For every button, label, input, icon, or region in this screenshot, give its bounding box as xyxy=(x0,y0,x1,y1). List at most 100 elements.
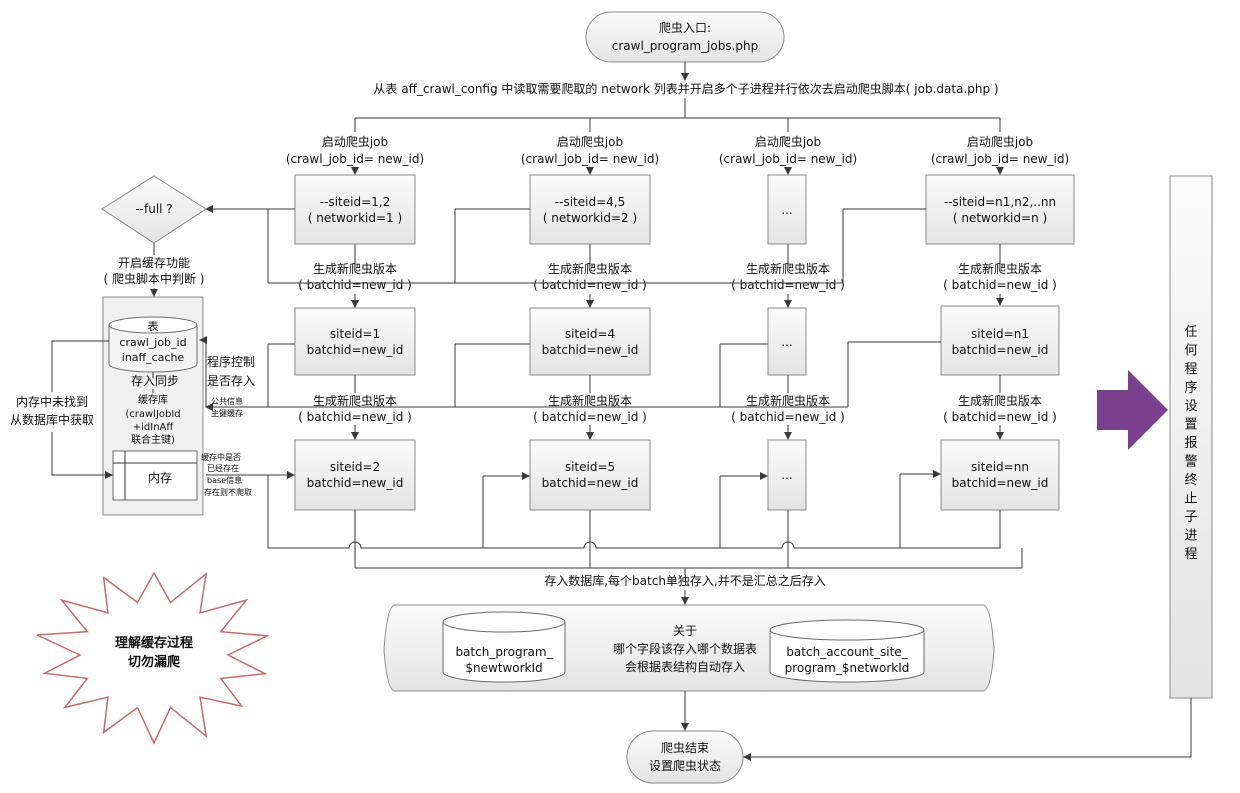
cache-lib-label-1: 缓存库 xyxy=(138,393,168,406)
cache-write-connectors xyxy=(205,341,941,411)
program-control-label-2: 是否存入 xyxy=(207,374,255,388)
right-arrow-icon xyxy=(1097,370,1168,450)
version-label-l2: ( batchid=new_id ) xyxy=(298,410,412,424)
save-db-label: 存入数据库,每个batch单独存入,并不是汇总之后存入 xyxy=(544,573,826,588)
version-label-l2: ( batchid=new_id ) xyxy=(731,410,845,424)
db2-label-2: program_$networkId xyxy=(785,661,910,675)
version-label-l1: 生成新爬虫版本 xyxy=(313,393,397,408)
cache-table-name-2: inaff_cache xyxy=(122,351,185,364)
batch-site: siteid=4 xyxy=(565,327,615,341)
version-label-l1: 生成新爬虫版本 xyxy=(746,393,830,408)
end-title: 爬虫结束 xyxy=(661,741,709,755)
storage-banner: batch_program_ $newtworkId 关于 哪个字段该存入哪个数… xyxy=(383,604,995,692)
version-label-l2: ( batchid=new_id ) xyxy=(943,278,1057,292)
side-panel-char: 程 xyxy=(1184,362,1197,377)
version-label-l1: 生成新爬虫版本 xyxy=(313,261,397,276)
public-info-label-1: 公共信息 xyxy=(211,396,243,406)
full-decision: --full ? xyxy=(101,175,207,244)
version-label-l2: ( batchid=new_id ) xyxy=(731,278,845,292)
siteid-box xyxy=(529,174,651,245)
side-panel-char: 终 xyxy=(1184,472,1197,488)
batch-id: batchid=new_id xyxy=(952,343,1049,357)
end-node: 爬虫结束 设置爬虫状态 xyxy=(626,730,744,784)
column-network-n: 启动爬虫job (crawl_job_id= new_id) --siteid=… xyxy=(925,118,1075,511)
cache-table-name-1: crawl_job_id xyxy=(119,336,186,349)
not-found-label-2: 从数据库中获取 xyxy=(10,412,94,427)
start-script: crawl_program_jobs.php xyxy=(612,39,758,53)
start-title: 爬虫入口: xyxy=(659,21,711,35)
batch-box-1 xyxy=(940,305,1060,376)
job-label-l1: 启动爬虫job xyxy=(322,135,388,149)
side-panel-char: 序 xyxy=(1184,381,1197,396)
job-label-l1: 启动爬虫job xyxy=(557,135,623,149)
networkid-label: ( networkid=2 ) xyxy=(543,211,637,225)
warning-burst: 理解缓存过程 切勿漏爬 xyxy=(36,571,270,745)
batch-box-2 xyxy=(940,439,1060,511)
db1-label-2: $newtworkId xyxy=(465,661,542,675)
job-label-l1: 启动爬虫job xyxy=(967,135,1033,149)
column-network-1: 启动爬虫job (crawl_job_id= new_id) --siteid=… xyxy=(286,118,424,511)
db1-label-1: batch_program_ xyxy=(455,645,553,659)
version-label-l1: 生成新爬虫版本 xyxy=(548,261,632,276)
side-panel-char: 何 xyxy=(1184,343,1197,359)
batch-box-2 xyxy=(529,439,651,511)
siteid-label: --siteid=1,2 xyxy=(320,195,390,209)
public-info-label-2: 主键缓存 xyxy=(211,408,243,418)
exists-label-2: 已经存在 xyxy=(207,463,239,473)
not-found-label-1: 内存中未找到 xyxy=(16,394,88,409)
job-label-l2: (crawl_job_id= new_id) xyxy=(719,152,857,166)
job-label-l2: (crawl_job_id= new_id) xyxy=(931,152,1069,166)
batch-id: batchid=new_id xyxy=(307,343,404,357)
memory-label: 内存 xyxy=(148,471,172,485)
about-label-2: 哪个字段该存入哪个数据表 xyxy=(613,641,757,656)
side-panel-char: 报 xyxy=(1184,436,1197,451)
column-network-more: 启动爬虫job (crawl_job_id= new_id) ... 生成新爬虫… xyxy=(719,118,857,511)
ellipsis-box xyxy=(767,439,807,511)
start-node: 爬虫入口: crawl_program_jobs.php xyxy=(585,11,785,63)
version-label-l2: ( batchid=new_id ) xyxy=(298,278,412,292)
cache-table-title: 表 xyxy=(148,319,159,333)
siteid-box xyxy=(925,174,1075,245)
version-label-l1: 生成新爬虫版本 xyxy=(958,261,1042,276)
version-label-l1: 生成新爬虫版本 xyxy=(548,393,632,408)
batch-box-1 xyxy=(529,307,651,376)
side-panel-char: 警 xyxy=(1184,454,1197,470)
burst-label-2: 切勿漏爬 xyxy=(128,654,181,670)
batch-id: batchid=new_id xyxy=(542,476,639,490)
column-network-2: 启动爬虫job (crawl_job_id= new_id) --siteid=… xyxy=(521,118,659,511)
cache-lib-label-2: (crawlJobId xyxy=(125,409,180,420)
batch-box-2 xyxy=(294,439,416,511)
ellipsis-box xyxy=(767,307,807,376)
ellipsis-label: ... xyxy=(781,335,792,349)
enable-cache-label: 开启缓存功能 xyxy=(118,256,190,270)
read-config-label: 从表 aff_crawl_config 中读取需要爬取的 network 列表并… xyxy=(373,81,998,96)
batch-site: siteid=1 xyxy=(330,327,380,341)
networkid-label: ( networkid=1 ) xyxy=(308,211,402,225)
side-panel-char: 任 xyxy=(1184,325,1197,340)
job-label-l2: (crawl_job_id= new_id) xyxy=(286,152,424,166)
exists-label-3: base信息 xyxy=(207,475,242,485)
enable-cache-sub: ( 爬虫脚本中判断 ) xyxy=(104,271,205,286)
full-check-connectors xyxy=(205,205,926,284)
sync-label: 存入同步 xyxy=(131,374,179,388)
batch-site: siteid=n1 xyxy=(971,327,1029,341)
version-label-l1: 生成新爬虫版本 xyxy=(958,393,1042,408)
ellipsis-label: ... xyxy=(781,203,792,217)
siteid-label: --siteid=n1,n2,..nn xyxy=(944,195,1056,209)
cache-lib-label-3: +idInAff xyxy=(133,422,175,433)
about-label-1: 关于 xyxy=(673,624,697,638)
save-connectors xyxy=(354,510,1023,605)
exists-label-4: 存在则不爬取 xyxy=(204,487,252,497)
ellipsis-box xyxy=(767,174,807,245)
side-panel-char: 程 xyxy=(1184,547,1197,562)
version-label-l1: 生成新爬虫版本 xyxy=(746,261,830,276)
exists-label-1: 缓存中是否 xyxy=(201,452,241,462)
job-label-l2: (crawl_job_id= new_id) xyxy=(521,152,659,166)
full-decision-label: --full ? xyxy=(135,202,172,216)
side-panel-char: 子 xyxy=(1184,510,1197,525)
batch-site: siteid=2 xyxy=(330,460,380,474)
networkid-label: ( networkid=n ) xyxy=(953,211,1047,225)
